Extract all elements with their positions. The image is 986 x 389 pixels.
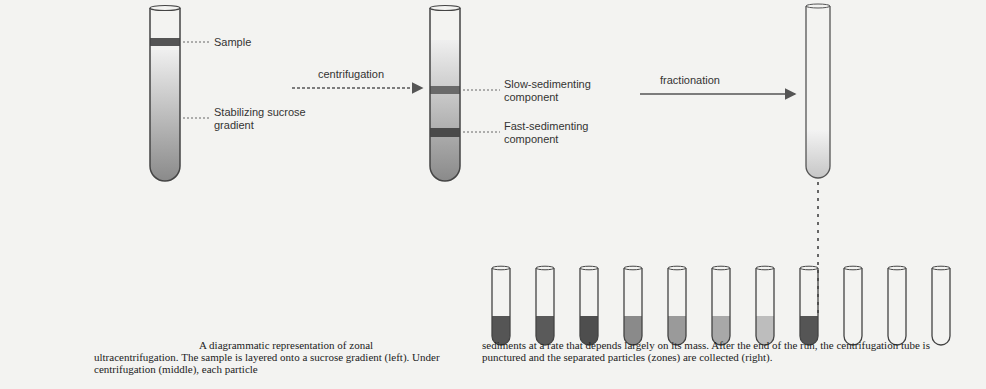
test-tube	[150, 6, 180, 182]
leader-line	[463, 132, 500, 133]
process-arrow	[292, 87, 422, 89]
process-arrow	[640, 93, 795, 95]
collection-tubes	[492, 266, 950, 345]
part-label: Slow-sedimenting component	[504, 78, 614, 104]
step-label: fractionation	[660, 74, 760, 87]
punctured-tube	[806, 4, 830, 178]
caption-text: sediments at a rate that depends largely…	[482, 339, 966, 363]
leader-line	[183, 42, 210, 43]
part-label: Sample	[214, 36, 294, 49]
caption-text: A diagrammatic representation of zonal u…	[94, 339, 454, 375]
leader-line	[183, 118, 210, 119]
leader-line	[463, 90, 500, 91]
part-label: Fast-sedimenting component	[504, 120, 614, 146]
part-label: Stabilizing sucrose gradient	[214, 106, 324, 132]
step-label: centrifugation	[318, 68, 418, 81]
test-tube	[430, 6, 460, 182]
